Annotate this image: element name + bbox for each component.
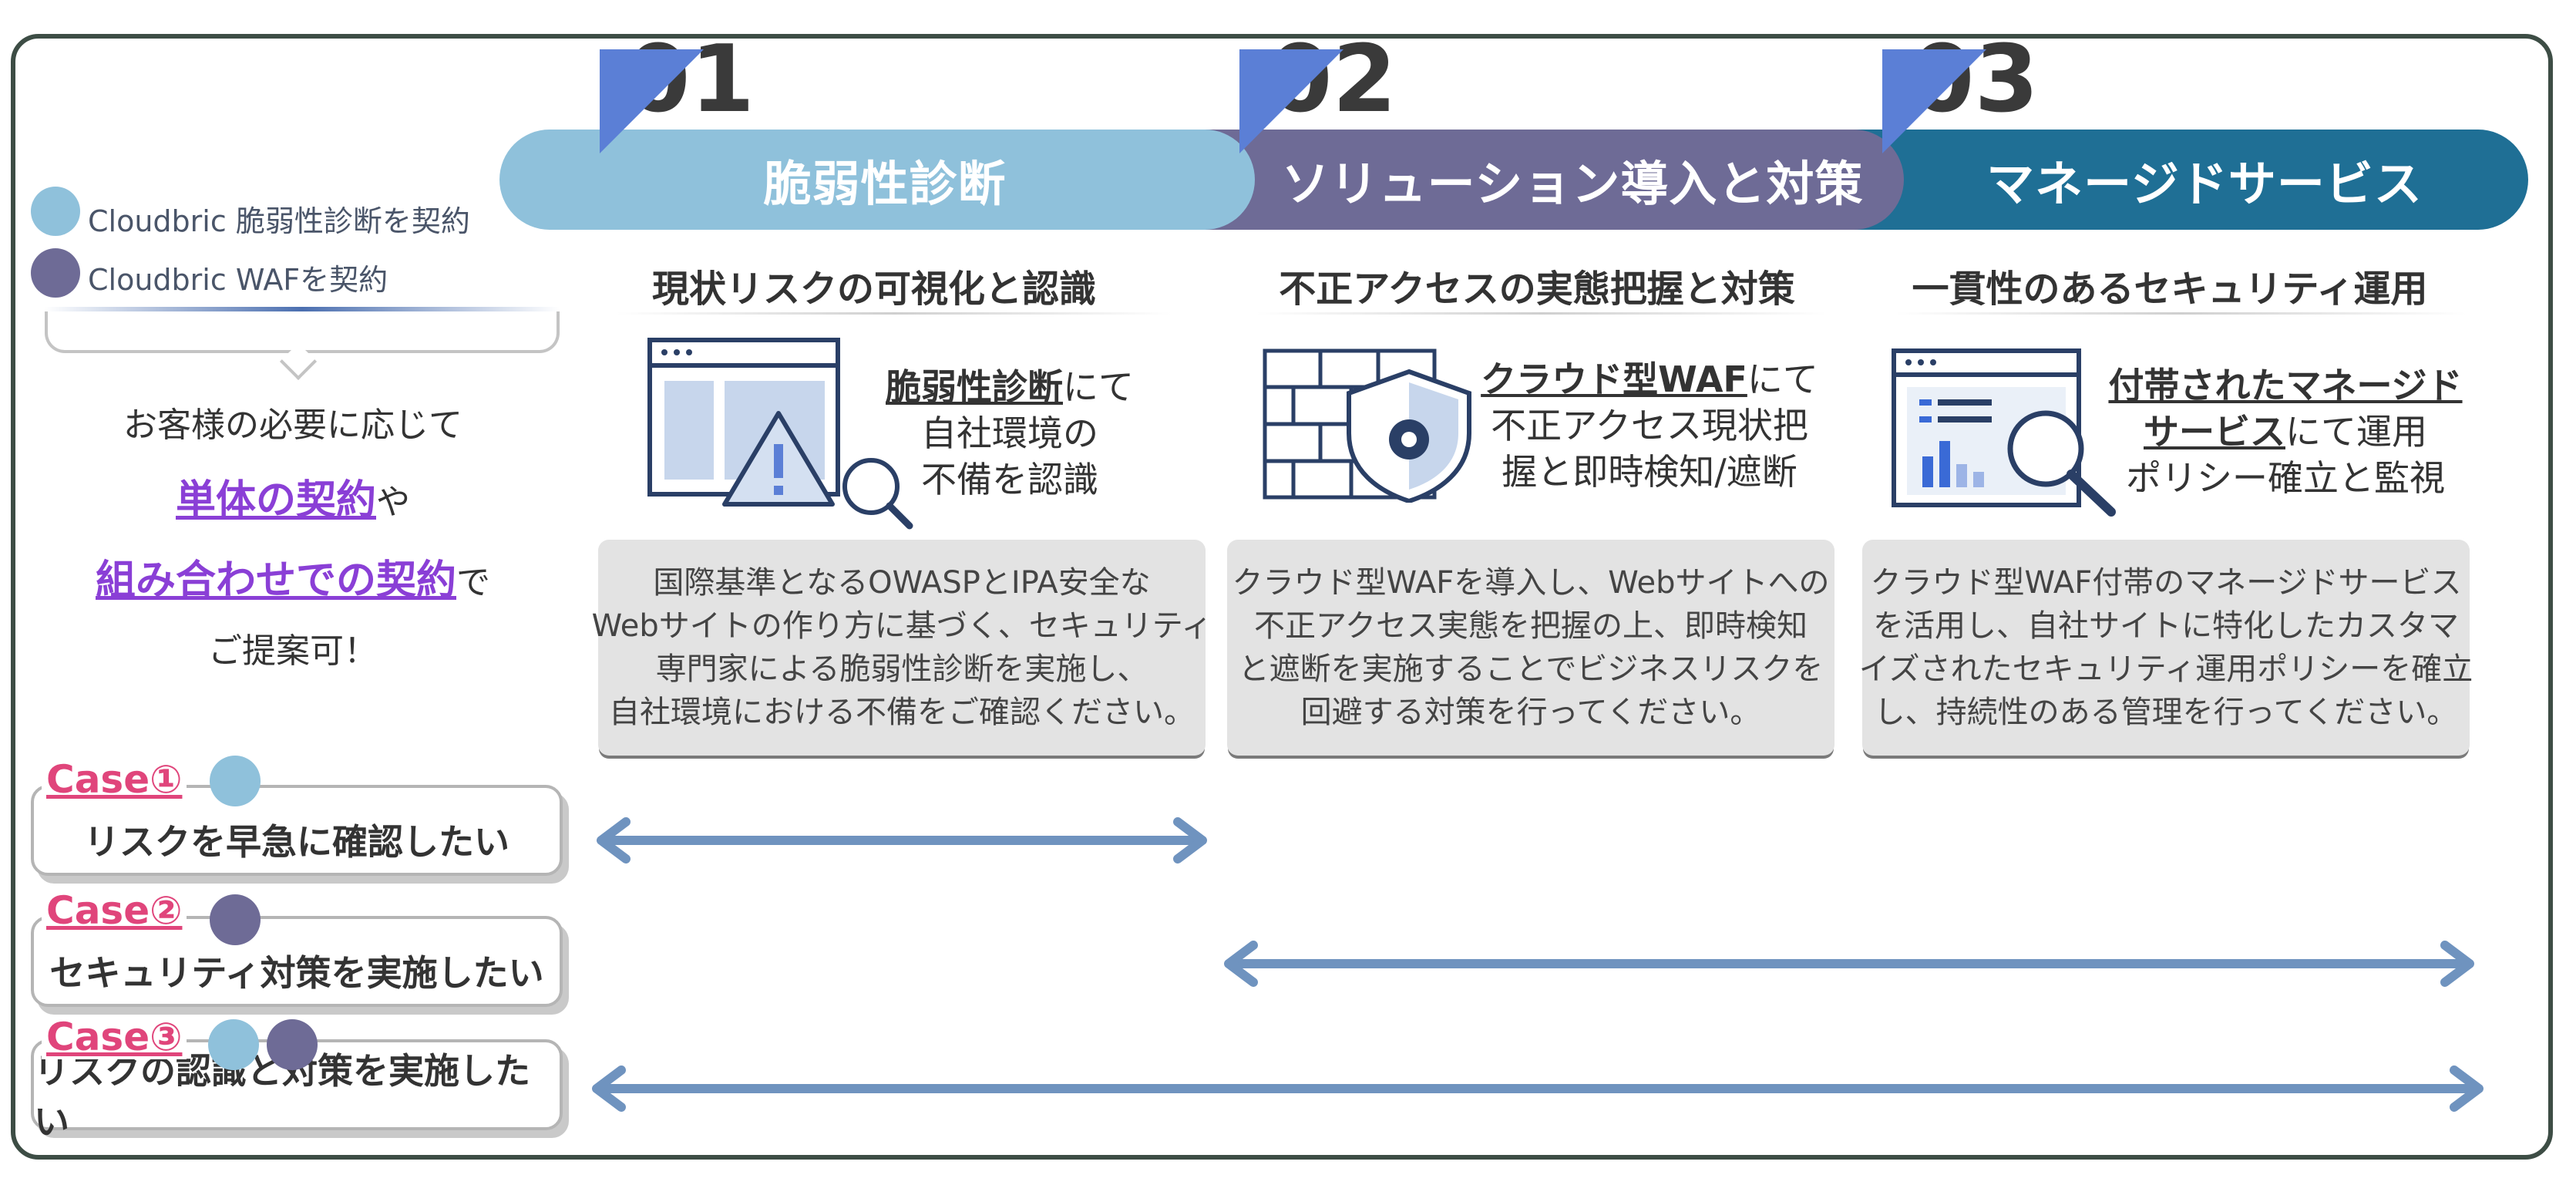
step2-flag-icon xyxy=(1239,49,1343,153)
side-line1: お客様の必要に応じて xyxy=(123,406,462,445)
case1-label: Case① xyxy=(42,757,187,802)
case3-dot-diagnosis xyxy=(208,1019,259,1070)
dashboard-magnifier-icon xyxy=(1892,348,2116,517)
step1-title: 脆弱性診断 xyxy=(763,156,1007,212)
step1-flag-icon xyxy=(600,49,704,153)
case1-arrow xyxy=(597,817,1207,864)
callout-topline xyxy=(45,307,560,311)
step3-flag-icon xyxy=(1882,49,1986,153)
step1-subtitle: 現状リスクの可視化と認識 xyxy=(651,268,1096,311)
step1-description: 国際基準となるOWASPとIPA安全な Webサイトの作り方に基づく、セキュリテ… xyxy=(592,540,1212,756)
step1-feature-em: 脆弱性診断 xyxy=(886,366,1063,408)
case3-dot-waf xyxy=(267,1019,318,1070)
step1-feature-l3: 不備を認識 xyxy=(921,459,1098,500)
side-line2: 単体の契約や xyxy=(0,467,586,525)
case1-dot xyxy=(210,756,261,806)
case2-dot xyxy=(210,894,261,945)
step3-desc-line: を活用し、自社サイトに特化したカスタマ xyxy=(1873,608,2459,644)
step3-desc-line: し、持続性のある管理を行ってください。 xyxy=(1874,695,2458,730)
step2-desc-line: 不正アクセス実態を把握の上、即時検知 xyxy=(1254,608,1808,644)
step2-subtitle: 不正アクセスの実態把握と対策 xyxy=(1279,268,1795,311)
legend-dot-waf xyxy=(31,248,80,298)
step3-feature-l3: ポリシー確立と監視 xyxy=(2126,457,2445,499)
side-line3: 組み合わせでの契約で xyxy=(0,547,586,605)
step2-desc-line: 回避する対策を行ってください。 xyxy=(1300,695,1761,730)
step2-feature-l3: 握と即時検知/遮断 xyxy=(1502,451,1797,493)
step3-desc-line: イズされたセキュリティ運用ポリシーを確立 xyxy=(1858,651,2473,687)
step2-feature-l1: にて xyxy=(1747,359,1818,400)
side-em-combo: 組み合わせでの契約 xyxy=(95,557,456,604)
step3-feature-l2: にて運用 xyxy=(2285,411,2427,453)
side-em-single: 単体の契約 xyxy=(175,477,376,523)
case3-label: Case③ xyxy=(42,1015,187,1059)
step2-feature-em: クラウド型WAF xyxy=(1481,359,1747,400)
step2-desc-line: と遮断を実施することでビジネスリスクを xyxy=(1238,651,1824,687)
step2-feature: クラウド型WAFにて 不正アクセス現状把 握と即時検知/遮断 xyxy=(1480,356,1819,495)
step1-feature-l1: にて xyxy=(1063,366,1134,408)
case3-arrow xyxy=(592,1065,2484,1112)
step3-feature-em2: サービス xyxy=(2144,411,2285,453)
step1-desc-line: 専門家による脆弱性診断を実施し、 xyxy=(655,651,1148,687)
side-line2-tail: や xyxy=(376,483,410,522)
legend-dot-diagnosis xyxy=(31,187,80,236)
step3-feature-em1: 付帯されたマネージド xyxy=(2108,365,2463,406)
case2-text: セキュリティ対策を実施したい xyxy=(49,952,544,994)
step1-desc-line: 国際基準となるOWASPとIPA安全な xyxy=(653,565,1151,601)
side-line3-tail: で xyxy=(456,563,490,602)
case2-label: Case② xyxy=(42,888,187,933)
step2-feature-l2: 不正アクセス現状把 xyxy=(1491,405,1808,446)
step3-feature: 付帯されたマネージド サービスにて運用 ポリシー確立と監視 xyxy=(2104,362,2467,501)
legend-diagnosis: Cloudbric 脆弱性診断を契約 xyxy=(88,204,470,238)
case2-arrow xyxy=(1224,941,2474,987)
side-line4: ご提案可！ xyxy=(208,631,378,671)
step2-banner: ソリューション導入と対策 xyxy=(1187,130,1904,230)
step3-subtitle: 一貫性のあるセキュリティ運用 xyxy=(1912,268,2428,311)
step1-desc-line: 自社環境における不備をご確認ください。 xyxy=(609,695,1195,730)
step1-divider xyxy=(617,312,1172,315)
step2-divider xyxy=(1256,312,1827,315)
step2-title: ソリューション導入と対策 xyxy=(1281,156,1864,212)
browser-warning-magnifier-icon xyxy=(647,338,913,530)
step3-description: クラウド型WAF付帯のマネージドサービス を活用し、自社サイトに特化したカスタマ… xyxy=(1858,540,2473,756)
step1-feature-l2: 自社環境の xyxy=(921,412,1098,454)
step3-divider xyxy=(1896,312,2467,315)
legend-waf: Cloudbric WAFを契約 xyxy=(88,263,388,297)
case1-text: リスクを早急に確認したい xyxy=(84,821,509,863)
step2-description: クラウド型WAFを導入し、Webサイトへの 不正アクセス実態を把握の上、即時検知… xyxy=(1227,540,1834,756)
step3-title: マネージドサービス xyxy=(1986,156,2423,212)
firewall-shield-icon xyxy=(1263,348,1471,503)
case2-box: セキュリティ対策を実施したい xyxy=(31,916,563,1007)
step2-desc-line: クラウド型WAFを導入し、Webサイトへの xyxy=(1232,565,1830,601)
step1-feature: 脆弱性診断にて 自社環境の 不備を認識 xyxy=(879,364,1141,503)
step1-desc-line: Webサイトの作り方に基づく、セキュリティ xyxy=(591,608,1212,644)
case1-box: リスクを早急に確認したい xyxy=(31,785,563,876)
step3-desc-line: クラウド型WAF付帯のマネージドサービス xyxy=(1870,565,2462,601)
